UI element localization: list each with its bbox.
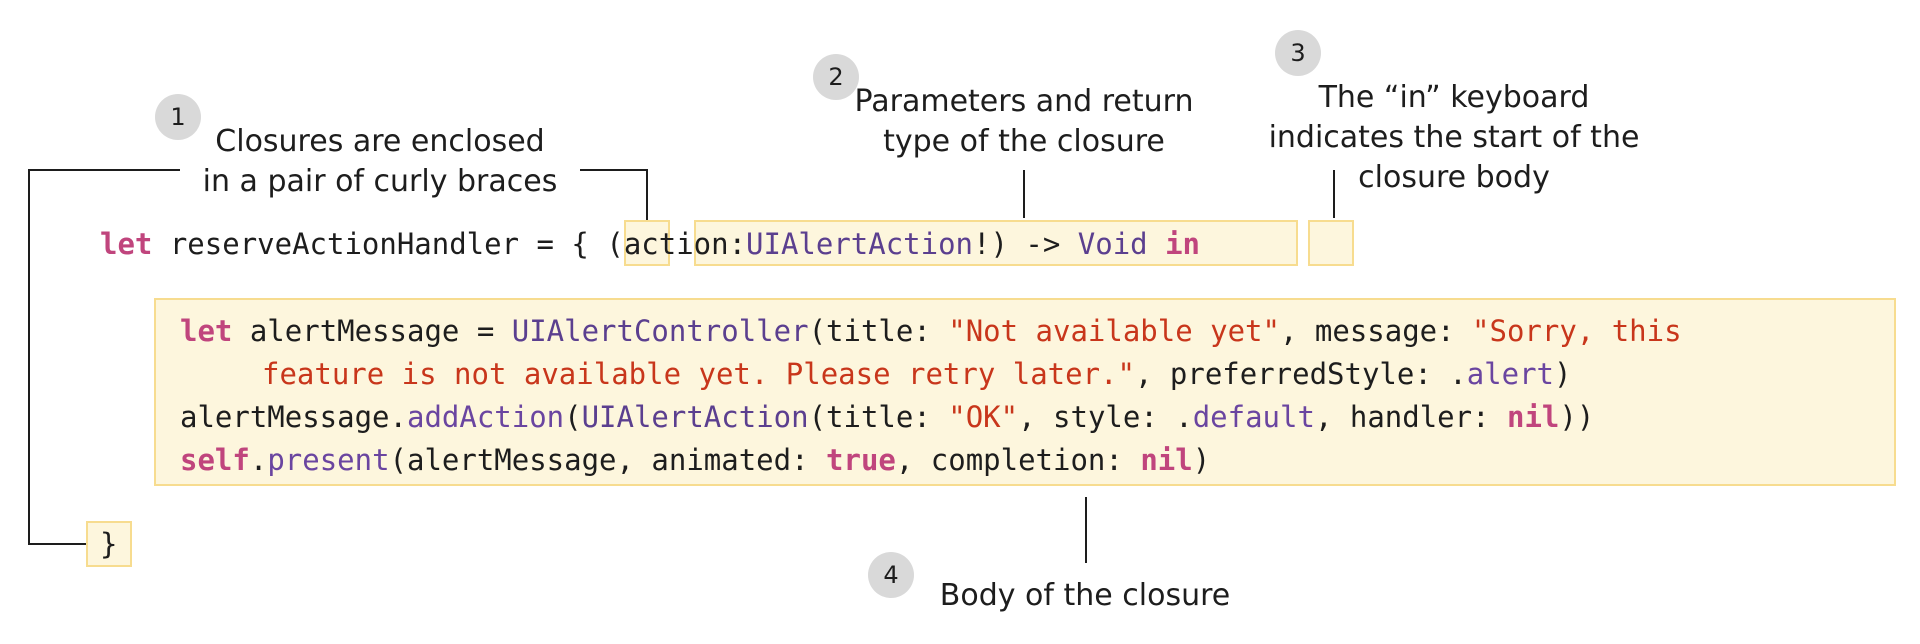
annotation-3-label: The “in” keyboard indicates the start of… [1244,78,1664,198]
string-ok: "OK" [948,400,1019,434]
code-text: )) [1559,400,1595,434]
kw-self: self [180,443,250,477]
string-title: "Not available yet" [948,314,1280,348]
member-default: default [1192,400,1315,434]
close-brace: } [100,527,118,561]
code-text: alertMessage. [180,400,407,434]
code-text: ( [564,400,582,434]
kw-nil-2: nil [1140,443,1193,477]
code-body-line-3: alertMessage.addAction(UIAlertAction(tit… [180,403,1594,432]
fn-present: present [267,443,390,477]
paren-open: ( [588,227,624,261]
annotation-1-right-horizontal [580,169,648,171]
param-type: UIAlertAction [746,227,974,261]
annotation-4-badge: 4 [868,552,914,598]
annotation-4-line-1: Body of the closure [939,578,1231,613]
code-body-line-1: let alertMessage = UIAlertController(tit… [180,317,1682,346]
annotation-1-badge: 1 [155,94,201,140]
code-text: alertMessage = [232,314,512,348]
code-text: (alertMessage, animated: [389,443,827,477]
annotation-3-line-1: The “in” keyboard [1318,80,1590,115]
string-message-start: "Sorry, this [1472,314,1682,348]
code-text: (title: [808,314,949,348]
annotation-1-label: Closures are enclosed in a pair of curly… [190,122,570,202]
code-text: . [249,443,268,477]
code-body-line-2: feature is not available yet. Please ret… [262,360,1572,389]
string-message-end: feature is not available yet. Please ret… [262,357,1135,391]
kw-in: in [1165,227,1201,261]
code-text: ) [1554,357,1572,391]
fn-addaction: addAction [406,400,565,434]
in-keyword-highlight [1308,220,1354,266]
kw-let: let [100,227,153,261]
kw-true: true [826,443,896,477]
annotation-3-line-3: closure body [1358,160,1550,195]
code-header-line: let reserveActionHandler = { (action:UIA… [100,230,1200,259]
annotation-1-line-1: Closures are enclosed [215,124,545,159]
var-name: reserveActionHandler = [152,227,572,261]
annotation-2-line-1: Parameters and return [854,84,1194,119]
code-text: , style: . [1018,400,1193,434]
code-text: , completion: [895,443,1141,477]
open-brace-highlight [624,220,670,266]
type-alertcontroller: UIAlertController [511,314,809,348]
code-text: , handler: [1314,400,1507,434]
annotation-2-connector [1023,170,1025,218]
type-alertaction: UIAlertAction [581,400,809,434]
annotation-2-line-2: type of the closure [883,124,1165,159]
kw-let-body: let [180,314,233,348]
annotation-4-label: Body of the closure [890,576,1280,616]
annotation-1-left-vertical [28,169,30,545]
annotation-1-right-vertical [646,169,648,220]
code-text: , preferredStyle: . [1134,357,1467,391]
param-arrow: !) -> [973,227,1078,261]
code-text: (title: [808,400,949,434]
parameters-highlight [694,220,1298,266]
open-brace: { [571,227,589,261]
param-name: action: [623,227,747,261]
annotation-3-connector [1333,170,1335,218]
annotation-3-badge: 3 [1275,30,1321,76]
code-body-line-4: self.present(alertMessage, animated: tru… [180,446,1210,475]
annotation-2-badge: 2 [813,54,859,100]
code-text: , message: [1279,314,1473,348]
annotation-1-left-horizontal [28,169,180,171]
closure-body-highlight [154,298,1896,486]
code-text: ) [1192,443,1211,477]
annotation-1-bottom-horizontal [28,543,86,545]
annotation-2-label: Parameters and return type of the closur… [844,82,1204,162]
annotation-1-line-2: in a pair of curly braces [202,164,558,199]
kw-nil: nil [1507,400,1560,434]
annotation-4-connector [1085,497,1087,563]
return-type: Void [1077,227,1148,261]
annotation-3-line-2: indicates the start of the [1268,120,1640,155]
close-brace-highlight [86,521,132,567]
member-alert: alert [1466,357,1555,391]
